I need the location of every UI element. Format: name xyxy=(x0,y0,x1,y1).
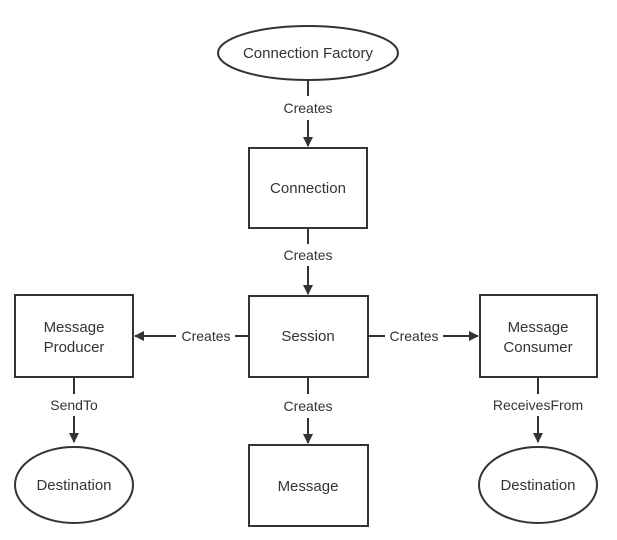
node-label-destination-right: Destination xyxy=(500,477,575,494)
node-destination-right: Destination xyxy=(478,446,598,524)
edge-label-factory-to-connection: Creates xyxy=(283,100,332,116)
edge-label-consumer-to-destination: ReceivesFrom xyxy=(493,397,583,413)
edge-session-to-producer: Creates xyxy=(134,328,248,344)
edge-label-session-to-producer: Creates xyxy=(181,328,230,344)
node-label-destination-left: Destination xyxy=(36,477,111,494)
node-label-message: Message xyxy=(278,478,339,495)
node-label-consumer-line2: Consumer xyxy=(503,339,572,356)
edge-connection-to-session: Creates xyxy=(283,228,333,295)
node-session: Session xyxy=(248,295,369,378)
node-label-consumer-line1: Message xyxy=(508,319,569,336)
node-destination-left: Destination xyxy=(14,446,134,524)
edge-consumer-to-destination: ReceivesFrom xyxy=(493,377,583,443)
node-label-connection-factory: Connection Factory xyxy=(243,45,374,62)
node-label-session: Session xyxy=(281,328,334,345)
edge-session-to-consumer: Creates xyxy=(369,328,479,344)
edge-label-connection-to-session: Creates xyxy=(283,247,332,263)
edge-producer-to-destination: SendTo xyxy=(50,377,98,443)
node-label-producer-line2: Producer xyxy=(44,339,105,356)
node-label-producer-line1: Message xyxy=(44,319,105,336)
edge-label-producer-to-destination: SendTo xyxy=(50,397,98,413)
edge-label-session-to-consumer: Creates xyxy=(389,328,438,344)
edge-label-session-to-message: Creates xyxy=(283,398,332,414)
edge-session-to-message: Creates xyxy=(283,377,333,444)
edge-factory-to-connection: Creates xyxy=(283,80,333,147)
node-message-consumer: Message Consumer xyxy=(479,294,598,378)
node-connection: Connection xyxy=(248,147,368,229)
node-label-connection: Connection xyxy=(270,180,346,197)
node-connection-factory: Connection Factory xyxy=(217,25,399,81)
node-message: Message xyxy=(248,444,369,527)
node-message-producer: Message Producer xyxy=(14,294,134,378)
